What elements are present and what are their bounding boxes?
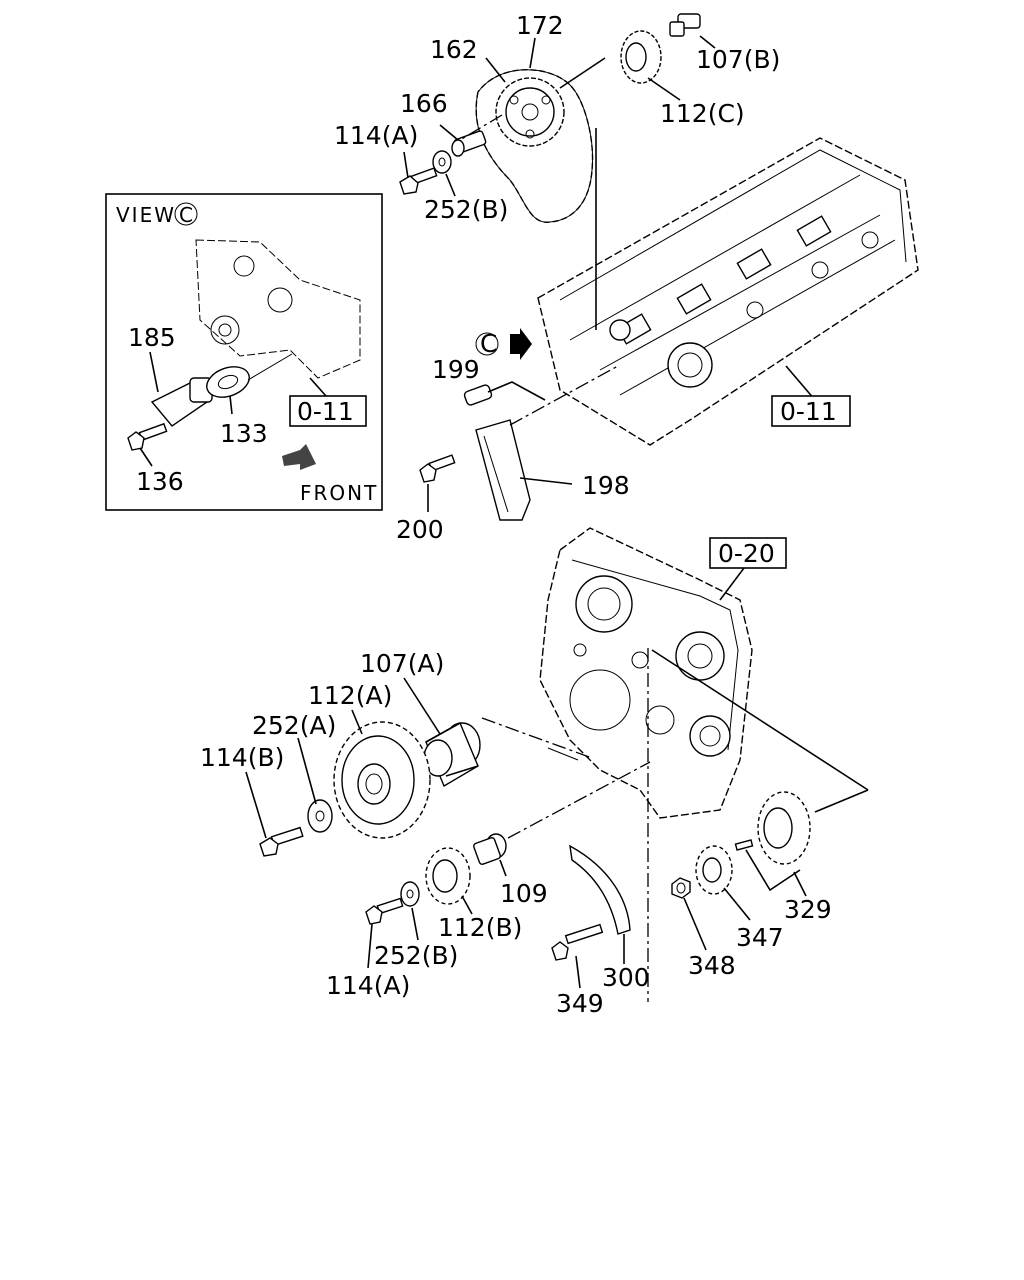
inset-ref-0-11: 0-11 [297,397,354,426]
label-185: 185 [128,323,176,352]
washer-252b-top [432,150,452,174]
ref-box-0-20 [709,537,787,569]
gear-347 [695,845,733,895]
ref-0-20: 0-20 [718,539,775,568]
view-c-marker: C [475,328,532,360]
label-252a: 252(A) [252,711,336,740]
label-199: 199 [432,355,480,384]
label-329: 329 [784,895,832,924]
timing-gear-case [539,527,753,819]
inset-front-label: FRONT [300,481,378,505]
front-arrow-icon [282,444,316,470]
ref-box-0-11 [771,395,851,427]
bolt-349 [551,923,604,961]
label-114a-top: 114(A) [334,121,418,150]
bushing-107a [423,722,481,788]
label-172: 172 [516,11,564,40]
washer-252b-bottom [400,881,420,907]
label-166: 166 [400,89,448,118]
label-252b-top: 252(B) [424,195,508,224]
label-112a: 112(A) [308,681,392,710]
label-114a-bottom: 114(A) [326,971,410,1000]
bolt-114b [259,826,304,857]
bolt-114a-bottom [365,897,404,925]
washer-252a [307,799,333,833]
label-107a: 107(A) [360,649,444,678]
inset-view-c: VIEW C 0-11 FRONT [105,193,383,511]
label-347: 347 [736,923,784,952]
label-114b: 114(B) [200,743,284,772]
label-133: 133 [220,419,268,448]
shaft-109 [473,833,507,865]
label-107b: 107(B) [696,45,780,74]
dowel-199 [463,384,493,406]
part-labels: 172 162 107(B) 166 112(C) 114(A) 252(B) … [128,11,832,1018]
label-162: 162 [430,35,478,64]
chain-guide-198 [475,419,531,521]
bolt-200 [419,454,456,483]
label-109: 109 [500,879,548,908]
ref-0-11: 0-11 [780,397,837,426]
inset-view-letter: C [179,203,195,227]
idler-gear-112c [620,30,662,84]
nut-348 [671,877,691,899]
gear-329 [757,791,811,865]
label-136: 136 [136,467,184,496]
label-112c: 112(C) [660,99,745,128]
label-198: 198 [582,471,630,500]
view-c-letter: C [480,329,497,358]
pin-329 [734,839,754,851]
chain-guide-300 [569,844,631,935]
label-112b: 112(B) [438,913,522,942]
label-200: 200 [396,515,444,544]
label-348: 348 [688,951,736,980]
label-252b-bottom: 252(B) [374,941,458,970]
inset-title: VIEW [116,203,176,227]
label-349: 349 [556,989,604,1018]
view-arrow-icon [510,328,532,360]
bolt-114a-top [399,167,438,195]
label-300: 300 [602,963,650,992]
gear-112a [333,721,431,839]
cam-sprocket [495,77,565,147]
cylinder-head [537,137,919,446]
gear-112b [425,847,471,905]
bolt-107b [669,13,701,37]
